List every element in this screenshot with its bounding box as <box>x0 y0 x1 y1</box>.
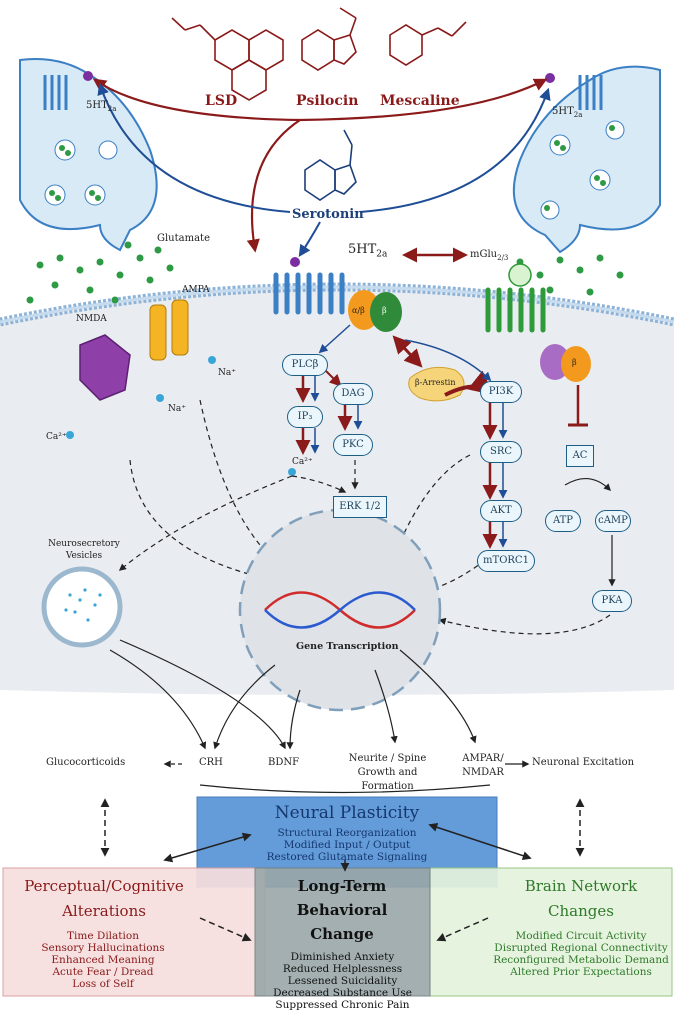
network-item: Reconfigured Metabolic Demand <box>493 954 669 966</box>
g-protein-mglu <box>540 344 591 382</box>
network-item: Modified Circuit Activity <box>515 930 647 942</box>
bdnf-label: BDNF <box>268 757 300 768</box>
serotonin-label: Serotonin <box>292 207 364 222</box>
perceptual-item: Sensory Hallucinations <box>41 942 165 954</box>
mglu-label: mGlu2/3 <box>470 249 509 262</box>
barrestin-label: β-Arrestin <box>415 378 456 387</box>
serotonin-structure <box>304 129 357 201</box>
perceptual-item: Loss of Self <box>72 978 134 990</box>
behavioral-title: Long-Term Behavioral Change <box>296 877 388 943</box>
dag-node: DAG <box>333 383 373 405</box>
glucocorticoids-label: Glucocorticoids <box>46 757 126 768</box>
excitation-label: Neuronal Excitation <box>532 757 635 768</box>
akt-node: AKT <box>480 500 522 522</box>
ampa-receptor <box>149 299 189 361</box>
behavioral-item: Reduced Helplessness <box>282 963 403 975</box>
glutamate-label: Glutamate <box>157 233 210 244</box>
mtorc1-node: mTORC1 <box>477 550 535 572</box>
gene-transcription-label: Gene Transcription <box>296 641 399 652</box>
network-item: Disrupted Regional Connectivity <box>494 942 668 954</box>
psilocin-structure <box>301 7 357 71</box>
erk-node: ERK 1/2 <box>333 496 387 518</box>
src-node: SRC <box>480 441 522 463</box>
presyn-5ht2a-left-label: 5HT2a <box>86 100 117 113</box>
neural-plasticity-title: Neural Plasticity <box>274 803 420 823</box>
atp-node: ATP <box>545 510 581 532</box>
neurite-label: Neurite / Spine Growth and Formation <box>348 753 427 792</box>
lsd-label: LSD <box>205 93 238 109</box>
perceptual-box <box>2 867 266 997</box>
camp-node: cAMP <box>595 510 631 532</box>
pi3k-node: PI3K <box>480 381 522 403</box>
neural-item: Structural Reorganization <box>277 827 417 839</box>
network-content: Brain Network Changes Modified Circuit A… <box>490 874 672 978</box>
5ht2a-main-label: 5HT2a <box>348 242 388 260</box>
neural-item: Modified Input / Output <box>283 839 411 851</box>
behavioral-item: Suppressed Chronic Pain <box>275 999 410 1011</box>
ac-node: AC <box>566 445 594 467</box>
network-box <box>429 867 673 997</box>
mescaline-label: Mescaline <box>380 93 460 109</box>
neurosecretory-vesicle <box>41 566 123 648</box>
gprotein-mglu-label: β <box>572 358 577 367</box>
5ht2a-receptor <box>273 272 345 315</box>
lsd-structure <box>171 17 284 101</box>
perceptual-item: Time Dilation <box>67 930 139 942</box>
na-ion-1: Na⁺ <box>218 368 236 378</box>
behavioral-item: Diminished Anxiety <box>290 951 395 963</box>
behavioral-box <box>254 867 431 997</box>
presynaptic-terminal-left <box>19 58 158 252</box>
nmda-label: NMDA <box>76 314 107 324</box>
psilocin-label: Psilocin <box>296 93 359 109</box>
behavioral-item: Lessened Suicidality <box>287 975 398 987</box>
crh-label: CRH <box>199 757 223 768</box>
neural-item: Restored Glutamate Signaling <box>266 851 428 863</box>
neural-plasticity-content: Neural Plasticity Structural Reorganizat… <box>197 803 497 863</box>
perceptual-item: Acute Fear / Dread <box>52 966 154 978</box>
presyn-5ht2a-right-label: 5HT2a <box>552 106 583 119</box>
presynaptic-5ht2a-left <box>43 75 68 110</box>
g-protein-5ht2a <box>348 290 402 332</box>
perceptual-content: Perceptual/Cognitive Alterations Time Di… <box>3 874 203 990</box>
pka-node: PKA <box>592 590 632 612</box>
gprotein-ab-label: α/β <box>352 306 365 315</box>
mescaline-structure <box>389 21 467 66</box>
behavioral-content: Long-Term Behavioral Change Diminished A… <box>255 874 430 1011</box>
na-ion-2: Na⁺ <box>168 404 186 414</box>
pkc-node: PKC <box>333 434 373 456</box>
behavioral-item: Decreased Substance Use <box>273 987 412 999</box>
plcb-node: PLCβ <box>282 354 328 376</box>
ampar-label: AMPAR/ NMDAR <box>462 753 504 778</box>
network-title: Brain Network Changes <box>524 877 638 920</box>
nmda-receptor <box>79 334 131 401</box>
ca-ion-1: Ca²⁺ <box>46 432 67 442</box>
network-item: Altered Prior Expectations <box>510 966 652 978</box>
ca-ion-2: Ca²⁺ <box>292 457 313 467</box>
dna-strand-blue <box>264 591 416 629</box>
presynaptic-5ht2a-right <box>578 75 603 110</box>
ip3-node: IP₃ <box>287 406 323 428</box>
mglu-receptor <box>485 287 546 333</box>
vesicles-label: Neurosecretory Vesicles <box>48 539 120 561</box>
perceptual-item: Enhanced Meaning <box>51 954 155 966</box>
perceptual-title: Perceptual/Cognitive Alterations <box>24 877 184 920</box>
ampa-label: AMPA <box>182 285 210 295</box>
glutamate-dots <box>26 241 624 304</box>
gprotein-b-label: β <box>382 306 387 315</box>
